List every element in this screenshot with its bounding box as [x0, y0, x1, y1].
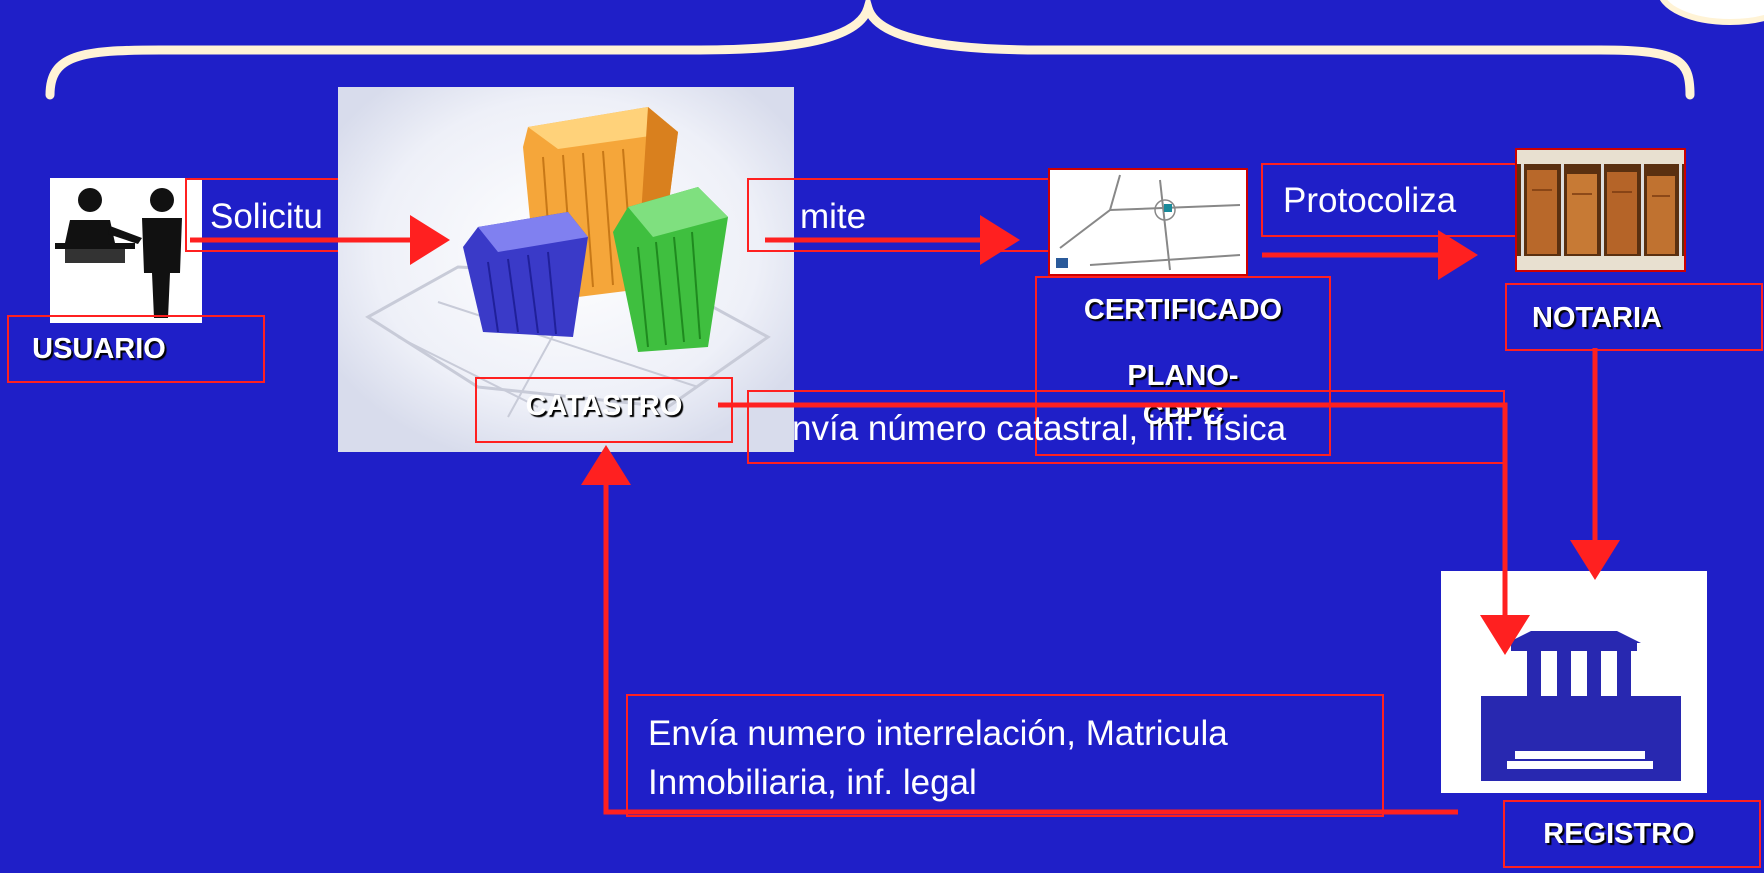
- notaria-label: NOTARIA: [1532, 302, 1662, 334]
- registro-label: REGISTRO: [1543, 818, 1695, 850]
- protocoliza-label: Protocoliza: [1283, 181, 1457, 220]
- certificado-picture: [1048, 168, 1248, 276]
- plano-label: PLANO-: [1127, 360, 1239, 392]
- registro-picture: [1441, 571, 1707, 793]
- arrow-registro-catastro: [581, 445, 1458, 815]
- top-brace: [45, 0, 1695, 100]
- map-icon: [1050, 170, 1246, 274]
- certificado-label: CERTIFICADO: [1083, 294, 1283, 326]
- people-at-counter-icon: [50, 178, 202, 323]
- arrow-catastro-registro: [718, 402, 1530, 655]
- usuario-picture: [50, 178, 202, 323]
- catastro-label: CATASTRO: [525, 390, 683, 422]
- catastro-label-box: [475, 377, 733, 443]
- file-folders-icon: [1517, 150, 1684, 270]
- envia-legal-label-box: [626, 694, 1384, 817]
- buildings-icon: [338, 87, 794, 452]
- catastro-picture: [338, 87, 794, 452]
- tramite-label: mite: [800, 197, 867, 236]
- notaria-picture: [1515, 148, 1686, 272]
- solicitud-label: Solicitu: [210, 197, 323, 236]
- corner-decoration: [1660, 0, 1764, 25]
- usuario-label: USUARIO: [32, 333, 166, 365]
- notaria-label-box: [1505, 283, 1763, 351]
- envia-legal-label-line1: Envía numero interrelación, Matricula: [648, 714, 1228, 753]
- courthouse-icon: [1441, 571, 1707, 793]
- envia-catastral-label: nvía número catastral, inf. física: [792, 409, 1287, 448]
- usuario-label-box: [7, 315, 265, 383]
- certificado-label-box: [1035, 276, 1331, 456]
- registro-label-box: [1503, 800, 1761, 868]
- envia-legal-label-line2: Inmobiliaria, inf. legal: [648, 763, 977, 802]
